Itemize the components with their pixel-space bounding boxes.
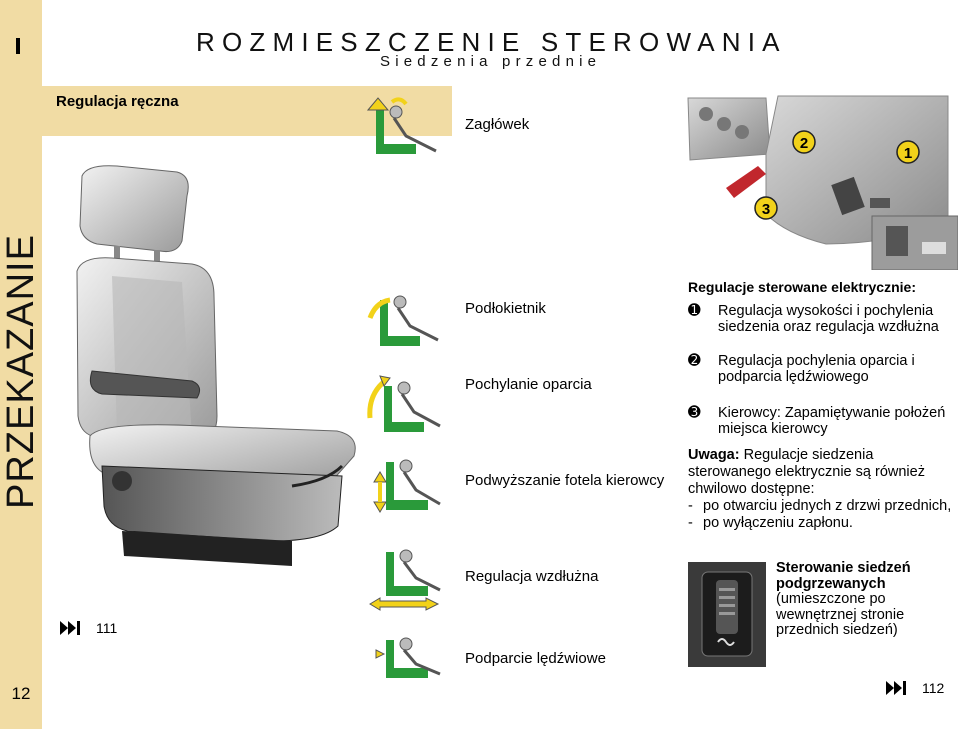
xref-page: 112 bbox=[922, 680, 945, 696]
page-number: 12 bbox=[11, 684, 31, 703]
heated-seats-text: Sterowanie siedzeń podgrzewanych (umiesz… bbox=[776, 560, 960, 639]
item-number: ➌ bbox=[688, 404, 701, 421]
control-label-headrest: Zagłówek bbox=[465, 116, 530, 133]
heated-seat-switch-photo bbox=[688, 562, 766, 667]
control-label-armrest: Podłokietnik bbox=[465, 300, 546, 317]
headrest-adjust-icon bbox=[366, 97, 437, 154]
item-text: Regulacja wysokości i pochylenia siedzen… bbox=[718, 303, 939, 335]
heated-seats-description: (umieszczone po wewnętrznej stronie prze… bbox=[776, 591, 905, 638]
note-label: Uwaga: bbox=[688, 447, 740, 463]
control-label-lumbar: Podparcie lędźwiowe bbox=[465, 650, 606, 667]
item-number: ➋ bbox=[688, 352, 701, 369]
door-controls-photo: 2 1 3 bbox=[686, 94, 958, 270]
note-item: -po wyłączeniu zapłonu. bbox=[688, 515, 853, 531]
page-title: ROZMIESZCZENIE STEROWANIA bbox=[196, 27, 787, 57]
page-subtitle: Siedzenia przednie bbox=[380, 53, 602, 70]
note-bullet: - bbox=[688, 498, 693, 514]
chapter-marker bbox=[16, 38, 20, 54]
note-text: Regulacje siedzenia sterowanego elektryc… bbox=[688, 447, 925, 497]
fore-aft-adjust-icon bbox=[369, 549, 441, 611]
backrest-tilt-icon bbox=[367, 375, 441, 432]
double-arrow-next-icon bbox=[60, 621, 80, 635]
armrest-adjust-icon bbox=[367, 295, 439, 346]
note-body: Uwaga: Regulacje siedzenia sterowanego e… bbox=[688, 447, 960, 498]
double-arrow-next-icon bbox=[886, 681, 906, 695]
control-label-backrest: Pochylanie oparcia bbox=[465, 376, 592, 393]
electric-item-2: ➋ Regulacja pochylenia oparcia i podparc… bbox=[688, 352, 958, 386]
item-number: ➊ bbox=[688, 302, 701, 319]
callout-1: 1 bbox=[904, 145, 912, 162]
side-strip bbox=[0, 0, 42, 729]
electric-section-title: Regulacje sterowane elektrycznie: bbox=[688, 279, 916, 295]
seat-height-icon bbox=[373, 459, 441, 513]
heated-seats-title: Sterowanie siedzeń podgrzewanych bbox=[776, 560, 911, 592]
control-label-fore-aft: Regulacja wzdłużna bbox=[465, 568, 599, 585]
electric-item-3: ➌ Kierowcy: Zapamiętywanie położeń miejs… bbox=[688, 404, 958, 438]
electric-note: Uwaga: Regulacje siedzenia sterowanego e… bbox=[688, 447, 960, 532]
seat-photo bbox=[76, 165, 356, 566]
xref-page: 111 bbox=[96, 620, 118, 636]
note-bullet: - bbox=[688, 515, 693, 531]
callout-2: 2 bbox=[800, 135, 808, 152]
note-item: -po otwarciu jednych z drzwi przednich, bbox=[688, 498, 952, 514]
xref-manual-seat[interactable]: 111 bbox=[60, 620, 117, 636]
manual-section-title: Regulacja ręczna bbox=[56, 93, 179, 110]
callout-3: 3 bbox=[762, 201, 770, 218]
xref-heated-seats[interactable]: 112 bbox=[886, 680, 944, 696]
control-label-seat-height: Podwyższanie fotela kierowcy bbox=[465, 472, 665, 489]
electric-item-1: ➊ Regulacja wysokości i pochylenia siedz… bbox=[688, 302, 958, 336]
item-text: Regulacja pochylenia oparcia i podparcia… bbox=[718, 353, 915, 385]
lumbar-support-icon bbox=[375, 637, 441, 678]
item-text: Kierowcy: Zapamiętywanie położeń miejsca… bbox=[718, 405, 946, 437]
